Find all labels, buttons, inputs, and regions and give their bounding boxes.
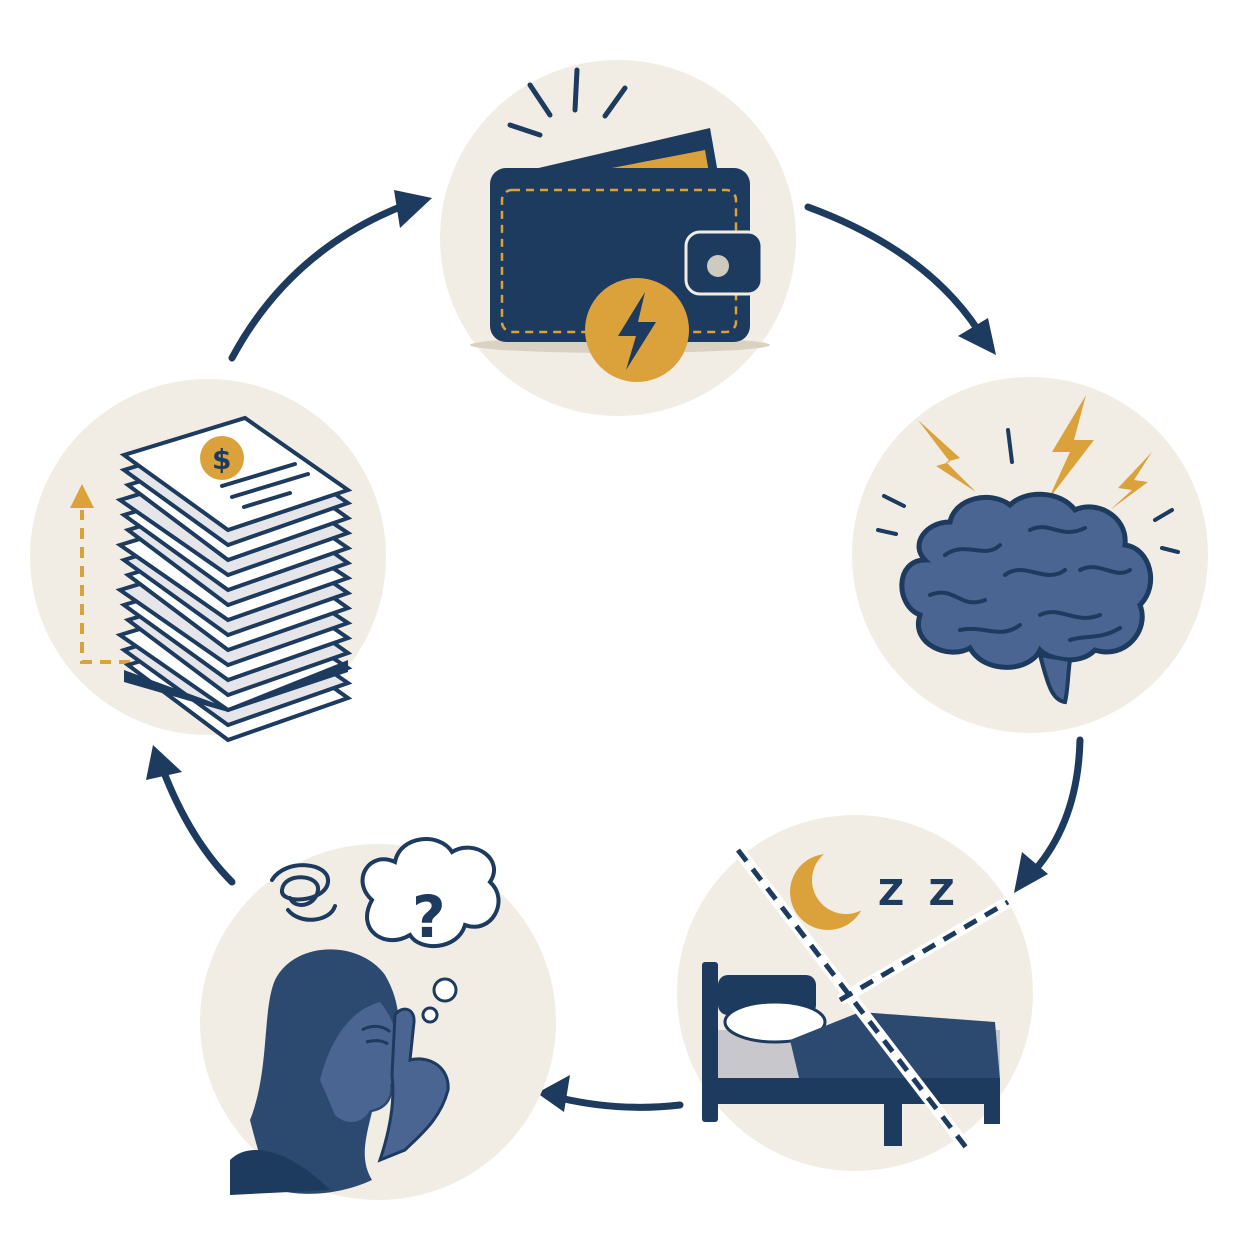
- dollar-symbol-text: $: [212, 443, 231, 476]
- node-sleep: Z Z: [677, 815, 1033, 1171]
- arrow-bills-to-wallet: [228, 190, 432, 362]
- paper-stack-base: [124, 660, 348, 712]
- bill-stack-icon: $: [70, 415, 353, 743]
- moon-icon: [790, 846, 880, 930]
- arrow-wallet-to-brain: [804, 203, 996, 355]
- worried-person-icon: ?: [230, 837, 501, 1195]
- bed-icon: Z Z: [702, 846, 1012, 1154]
- dizzy-scribble-icon: [270, 863, 337, 922]
- arrow-worry-to-bills: [146, 745, 236, 886]
- node-worry: ?: [200, 837, 556, 1200]
- node-wallet: [440, 60, 796, 416]
- node-brain: [852, 377, 1208, 733]
- alert-rays: [507, 67, 628, 138]
- brain-icon: [876, 395, 1180, 705]
- cycle-arrows: [146, 190, 1084, 1112]
- question-mark-text: ?: [412, 883, 446, 951]
- lightning-bolt-icon: [1048, 395, 1094, 500]
- lightning-bolt-icon: [918, 420, 976, 492]
- arrow-sleep-to-worry: [537, 1075, 684, 1112]
- arrow-brain-to-sleep: [1014, 736, 1084, 893]
- thought-bubble-icon: ?: [360, 837, 501, 1024]
- lightning-bolt-icon: [1110, 452, 1152, 510]
- dollar-coin-icon: $: [200, 436, 244, 480]
- wallet-icon: [470, 67, 770, 382]
- rising-arrow-icon: [70, 484, 130, 664]
- sleep-zz-text: Z Z: [878, 873, 961, 914]
- node-bills: $: [30, 379, 386, 743]
- lightning-badge-icon: [585, 278, 689, 382]
